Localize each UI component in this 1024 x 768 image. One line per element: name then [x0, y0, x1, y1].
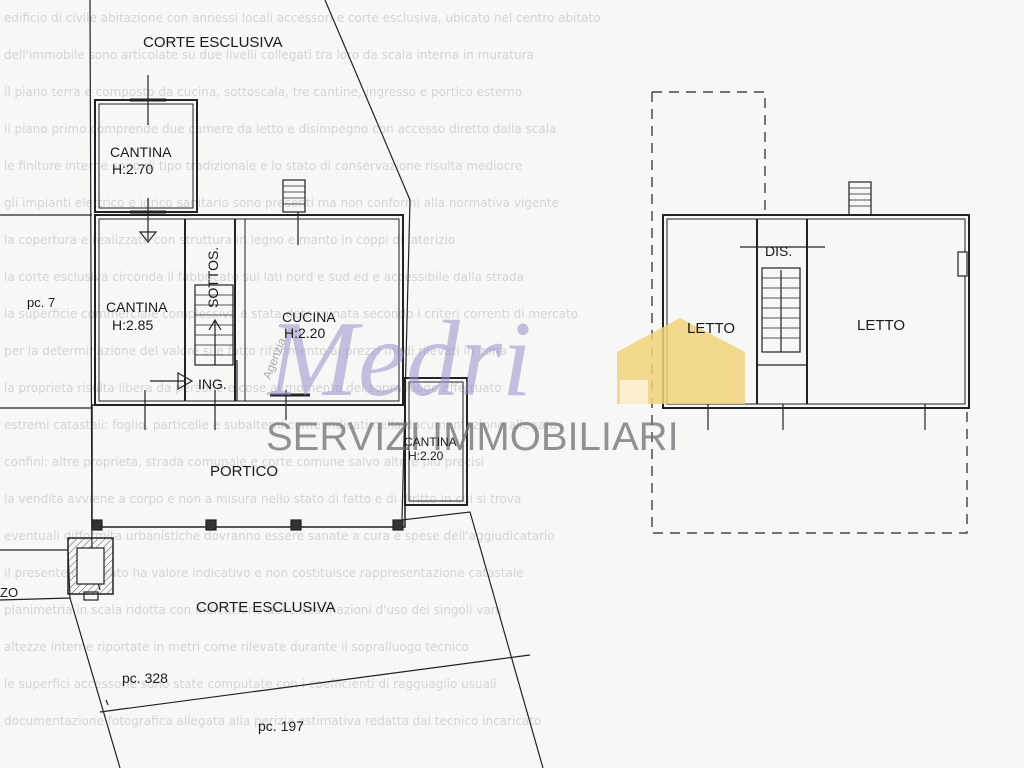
- background-text-line: le finiture interne sono di tipo tradizi…: [4, 159, 522, 173]
- background-text-line: il piano terra e composto da cucina, sot…: [4, 85, 522, 99]
- watermark-subtitle: SERVIZI IMMOBILIARI: [266, 415, 679, 459]
- lot-boundary: [69, 597, 531, 768]
- pillar: [205, 519, 217, 531]
- background-text-line: la proprieta risulta libera da persone e…: [4, 381, 502, 395]
- label-letto-left: LETTO: [687, 320, 735, 337]
- label-pc7: pc. 7: [27, 295, 55, 310]
- dashed-outline: [651, 91, 968, 534]
- watermark-house-icon: [617, 318, 745, 404]
- watermark-name: Medri: [266, 300, 532, 419]
- stair-external: [282, 179, 306, 213]
- background-text-line: per la determinazione del valore si e fa…: [4, 344, 507, 358]
- background-text-line: edificio di civile abitazione con anness…: [4, 11, 601, 25]
- label-cucina-height: H:2.20: [284, 325, 325, 341]
- background-text-line: gli impianti elettrico e idrico sanitari…: [4, 196, 559, 210]
- label-sottos: SOTTOS.: [205, 247, 221, 308]
- background-text-line: estremi catastali: foglio, particelle e …: [4, 418, 557, 432]
- background-text-line: documentazione fotografica allegata alla…: [4, 714, 541, 728]
- first-floor-plan: [651, 91, 970, 534]
- background-text-line: confini: altre proprieta, strada comunal…: [4, 455, 484, 469]
- label-portico: PORTICO: [210, 463, 278, 480]
- watermark: Medri SERVIZI IMMOBILIARI Agenzia: [260, 300, 745, 459]
- pillar: [91, 519, 103, 531]
- pillar: [392, 519, 404, 531]
- background-text: edificio di civile abitazione con anness…: [4, 11, 601, 728]
- label-cantina1-height: H:2.70: [112, 161, 153, 177]
- label-corte-top: CORTE ESCLUSIVA: [143, 34, 282, 51]
- background-text-line: altezze interne riportate in metri come …: [4, 640, 469, 654]
- background-text-line: planimetria in scala ridotta con indicaz…: [4, 603, 502, 617]
- ground-floor-plan: [0, 0, 544, 768]
- label-corte-bottom: CORTE ESCLUSIVA: [196, 599, 335, 616]
- label-cucina: CUCINA: [282, 309, 336, 325]
- label-letto-right: LETTO: [857, 317, 905, 334]
- wall-cantina-right: [404, 377, 468, 506]
- plan-labels: CORTE ESCLUSIVA CANTINA H:2.70 pc. 7 CAN…: [0, 34, 905, 734]
- background-text-line: le superfici accessorie sono state compu…: [4, 677, 497, 691]
- background-text-line: il presente elaborato ha valore indicati…: [4, 566, 524, 580]
- label-ing: ING.: [198, 376, 227, 392]
- background-text-line: la corte esclusiva circonda il fabbricat…: [4, 270, 524, 284]
- label-pc197: pc. 197: [258, 718, 304, 734]
- label-dis: DIS.: [765, 243, 792, 259]
- label-cantina2: CANTINA: [106, 299, 168, 315]
- chimney: [848, 181, 872, 216]
- background-text-line: la vendita avviene a corpo e non a misur…: [4, 492, 521, 506]
- label-cantina2-height: H:2.85: [112, 317, 153, 333]
- label-cantina3: CANTINA: [404, 435, 457, 449]
- background-text-line: dell'immobile sono articolate su due liv…: [4, 48, 534, 62]
- label-cantina3-height: H:2.20: [408, 449, 444, 463]
- background-text-line: la copertura e realizzata con struttura …: [4, 233, 455, 247]
- pillar: [290, 519, 302, 531]
- background-text-line: la superficie commerciale complessiva e …: [4, 307, 578, 321]
- background-text-line: il piano primo comprende due camere da l…: [4, 122, 556, 136]
- label-pc328: pc. 328: [122, 670, 168, 686]
- background-text-line: eventuali difformita urbanistiche dovran…: [4, 529, 555, 543]
- label-cantina1: CANTINA: [110, 144, 172, 160]
- wall-first-floor: [662, 214, 970, 409]
- label-pozzo-fragment: ZO: [0, 585, 18, 600]
